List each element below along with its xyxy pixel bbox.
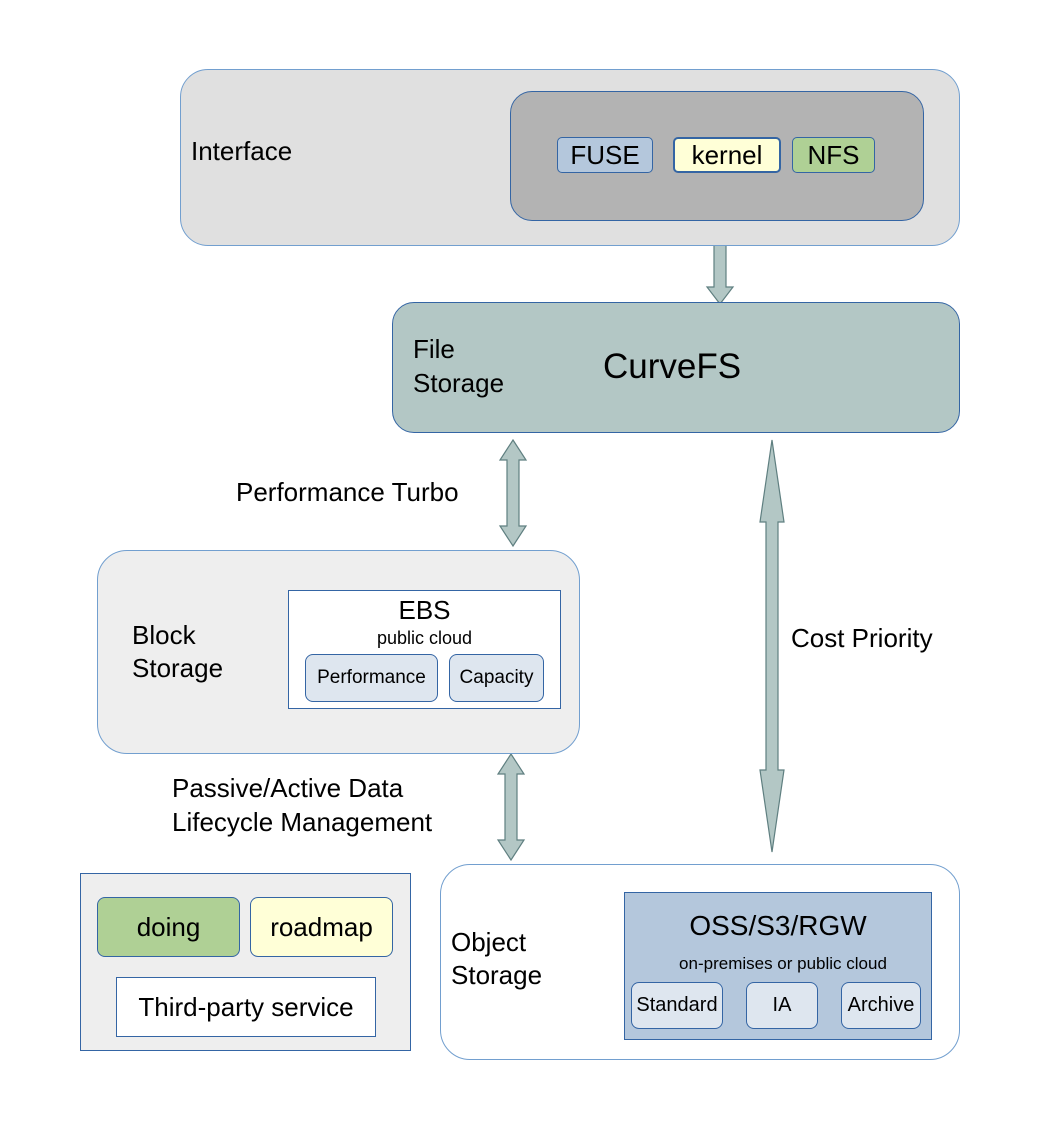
- legend-roadmap: roadmap: [250, 897, 393, 957]
- arrow-file-block: [498, 438, 528, 548]
- arrow-file-object: [759, 439, 785, 853]
- ebs-tier-capacity: Capacity: [449, 654, 544, 702]
- cost-priority-label: Cost Priority: [791, 623, 933, 653]
- kernel-chip: kernel: [673, 137, 781, 173]
- lifecycle-label-line2: Lifecycle Management: [172, 807, 433, 837]
- arrow-block-object: [496, 752, 526, 862]
- performance-turbo-label: Performance Turbo: [236, 477, 459, 507]
- legend-doing: doing: [97, 897, 240, 957]
- file-storage-label-line2: Storage: [413, 368, 505, 398]
- lifecycle-label-line1: Passive/Active Data: [172, 773, 404, 803]
- legend-third-party: Third-party service: [116, 977, 376, 1037]
- file-storage-label-line1: File: [413, 334, 455, 364]
- object-storage-label-line2: Storage: [451, 960, 543, 990]
- object-storage-label-line1: Object: [451, 927, 527, 957]
- oss-title: OSS/S3/RGW: [689, 910, 867, 941]
- oss-tier-ia: IA: [746, 982, 818, 1029]
- curvefs-title: CurveFS: [603, 347, 742, 386]
- block-storage-label-line2: Storage: [132, 653, 224, 683]
- oss-tier-archive: Archive: [841, 982, 921, 1029]
- ebs-title: EBS: [398, 595, 451, 625]
- nfs-chip: NFS: [792, 137, 875, 173]
- ebs-subtitle: public cloud: [376, 628, 473, 648]
- block-storage-label-line1: Block: [132, 620, 196, 650]
- fuse-chip: FUSE: [557, 137, 653, 173]
- file-storage-panel: [392, 302, 960, 433]
- interface-label: Interface: [191, 136, 293, 166]
- oss-subtitle: on-premises or public cloud: [679, 954, 887, 973]
- oss-tier-standard: Standard: [631, 982, 723, 1029]
- ebs-tier-performance: Performance: [305, 654, 438, 702]
